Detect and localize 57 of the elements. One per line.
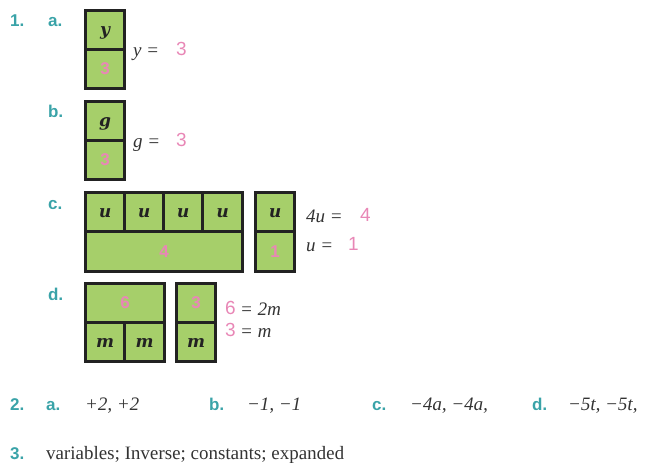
variable-label: m (187, 332, 205, 352)
part-letter: a. (46, 396, 60, 413)
bar-model-cell (84, 139, 126, 181)
part-letter: c. (372, 396, 386, 413)
answer-value: 3 (225, 321, 236, 340)
bar-model-cell (84, 100, 126, 142)
equation-text: = m (240, 322, 272, 341)
variable-label: m (136, 332, 154, 352)
part-letter: b. (48, 103, 64, 120)
part-letter: c. (48, 195, 62, 212)
variable-label: u (216, 202, 229, 222)
variable-label: g (99, 111, 111, 131)
equation-text: u = (306, 236, 334, 255)
answer-text: −1, −1 (247, 395, 302, 414)
answer-value: 3 (176, 131, 187, 150)
bar-model-cell (123, 321, 166, 363)
bar-model-cell (84, 282, 166, 324)
question-number: 2. (10, 396, 24, 413)
value-label: 3 (100, 59, 110, 79)
answer-value: 4 (360, 206, 371, 225)
bar-model-cell (254, 230, 296, 273)
bar-model-cell (84, 9, 126, 51)
part-letter: b. (209, 396, 224, 413)
value-label: 1 (270, 242, 280, 262)
part-letter: d. (48, 286, 64, 303)
part-letter: d. (532, 396, 548, 413)
variable-label: u (98, 202, 112, 222)
variable-label: u (268, 202, 282, 222)
bar-model-cell (84, 48, 126, 90)
answer-value: 6 (225, 299, 236, 318)
variable-label: m (96, 332, 114, 352)
answer-text: −4a, −4a, (410, 395, 488, 414)
question-number: 3. (10, 445, 24, 462)
answer-value: 3 (176, 40, 187, 59)
variable-label: u (138, 202, 150, 222)
value-label: 3 (191, 293, 201, 313)
variable-label: u (176, 202, 190, 222)
bar-model-cell (175, 321, 217, 363)
bar-model-cell (254, 191, 296, 233)
bar-model-cell (201, 191, 244, 233)
part-letter: a. (48, 12, 62, 29)
answer-value: 1 (348, 235, 359, 254)
value-label: 6 (120, 293, 130, 313)
value-label: 3 (100, 150, 110, 170)
variable-label: y (100, 20, 110, 40)
equation-text: = 2m (240, 300, 281, 319)
bar-model-cell (84, 321, 126, 363)
bar-model-cell (175, 282, 217, 324)
equation-text: g = (133, 132, 160, 151)
equation-text: y = (133, 41, 160, 60)
question-number: 1. (10, 12, 24, 29)
bar-model-cell (84, 230, 244, 273)
equation-text: 4u = (306, 207, 343, 226)
value-label: 4 (159, 242, 169, 262)
answer-text: −5t, −5t, (568, 395, 638, 414)
answer-text: +2, +2 (85, 395, 140, 414)
answer-text: variables; Inverse; constants; expanded (46, 444, 344, 463)
